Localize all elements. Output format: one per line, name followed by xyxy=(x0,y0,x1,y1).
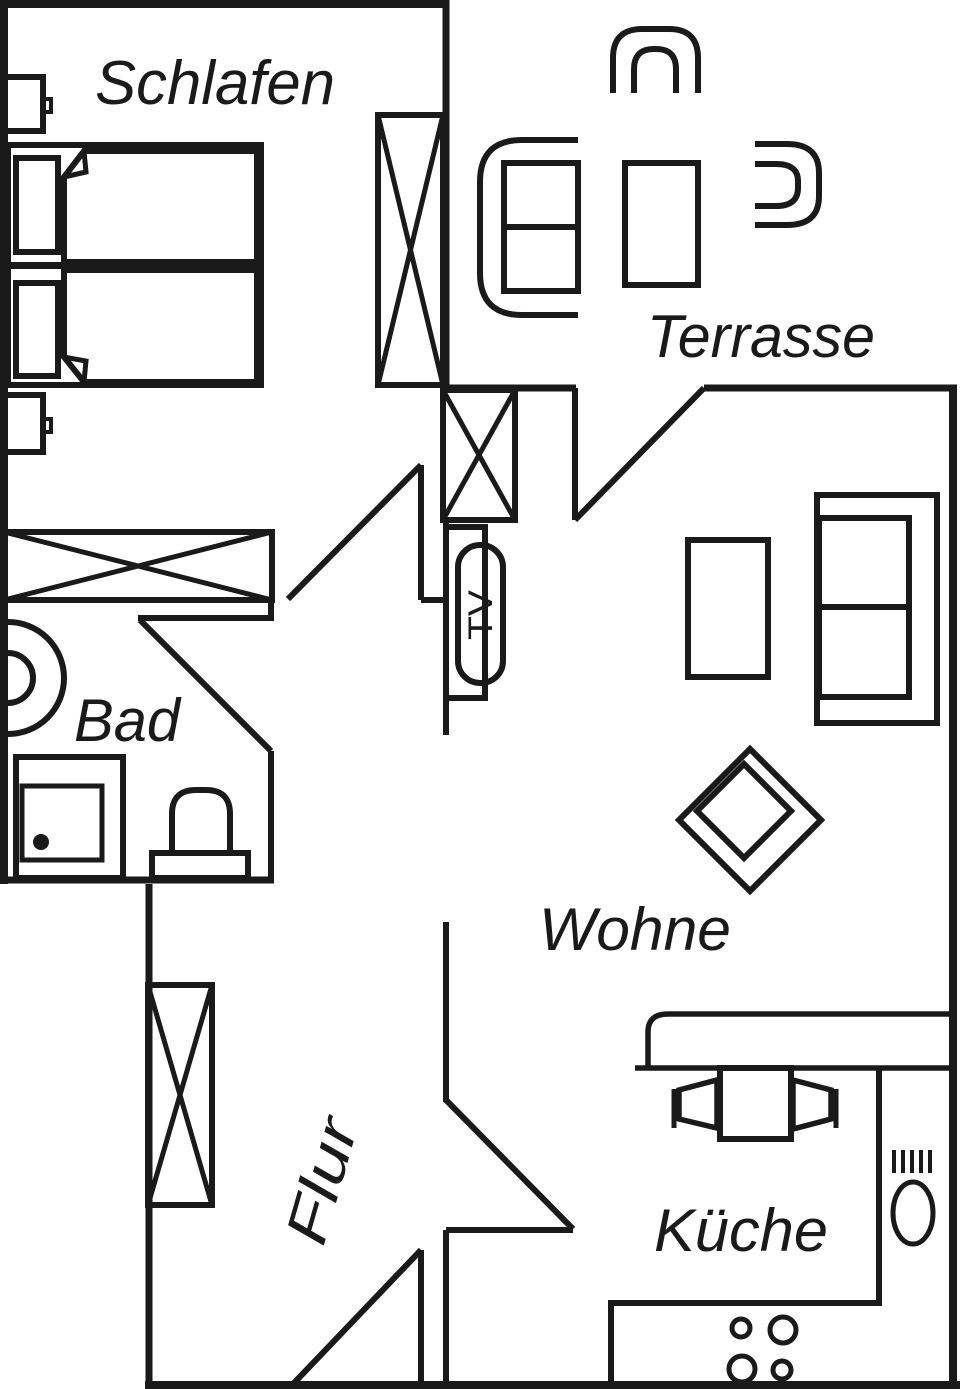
living-diamond-table xyxy=(674,744,826,896)
terrace-bench xyxy=(477,137,578,318)
bed-2-blanket-fold xyxy=(57,353,89,389)
shower-tray xyxy=(19,783,105,863)
kitchen-sink xyxy=(890,1179,936,1247)
nightstand-bottom xyxy=(1,392,46,455)
hall-closet-cross-icon xyxy=(145,984,215,1206)
bath-label: Bad xyxy=(74,687,182,754)
nightstand-bottom-knob xyxy=(41,417,53,434)
kitchen-furniture xyxy=(608,1011,953,1385)
bath-closet xyxy=(1,529,275,603)
terrace-side-closet-cross-icon xyxy=(440,388,518,522)
kitchen-table xyxy=(717,1065,794,1142)
tv-unit xyxy=(443,524,506,701)
living-side-table xyxy=(685,537,771,680)
stove-burner-small-1-icon xyxy=(729,1316,753,1340)
living-diamond-table-inner xyxy=(692,759,796,863)
bed-1-blanket-fold xyxy=(57,144,89,181)
nightstand-top-knob xyxy=(41,97,53,114)
bed-1-blanket xyxy=(61,148,260,265)
stove-burner-large-1-icon xyxy=(767,1314,799,1346)
tv-stand xyxy=(443,524,488,701)
bath-sink-basin xyxy=(7,650,36,706)
bed-2-pillow xyxy=(13,280,61,379)
terrace-label: Terrasse xyxy=(647,303,875,370)
bedroom-closet xyxy=(375,112,446,388)
terrace-chair-top-seat xyxy=(631,46,679,93)
nightstand-top xyxy=(1,74,46,134)
kitchen-chair-right xyxy=(790,1076,834,1133)
kitchen-sink-drainer-icon xyxy=(892,1150,932,1173)
bedroom-closet-cross-icon xyxy=(375,114,446,386)
bed-2-blanket xyxy=(61,267,260,385)
terrace-side-closet xyxy=(440,387,518,523)
bath-fixtures xyxy=(7,619,251,881)
bed-1-pillow xyxy=(13,155,61,255)
hallway-label: Flur xyxy=(273,1107,372,1251)
tv-screen xyxy=(455,542,506,686)
shower-drain-icon xyxy=(33,834,49,850)
tv-label: TV xyxy=(462,590,500,640)
labels: Schlafen Terrasse Bad Wohne Flur Küche T… xyxy=(74,49,875,1264)
bedroom-door xyxy=(285,462,446,603)
wall-hall-kitchen-lower xyxy=(443,1227,573,1385)
kitchen-chair-left xyxy=(676,1076,720,1132)
kitchen-bar-top xyxy=(645,1011,953,1068)
terrace-chair-right xyxy=(755,141,822,228)
kitchen-label: Küche xyxy=(654,1197,828,1264)
bath-door xyxy=(137,598,274,880)
toilet-base xyxy=(149,850,251,881)
stove-burner-large-2-icon xyxy=(726,1353,758,1385)
terrace-chair-top xyxy=(610,26,701,93)
terrace-door xyxy=(572,385,707,523)
toilet-bowl xyxy=(169,787,233,853)
terrace-table xyxy=(622,160,701,288)
terrace-furniture xyxy=(477,26,822,318)
shower xyxy=(13,754,126,881)
stove-burner-small-2-icon xyxy=(770,1358,794,1382)
terrace-chair-right-seat xyxy=(755,161,801,209)
doors xyxy=(137,385,707,1386)
closets xyxy=(1,112,518,1208)
entrance-door xyxy=(291,1247,424,1386)
bed-1 xyxy=(5,142,264,268)
bedroom-furniture xyxy=(1,74,264,455)
living-label: Wohne xyxy=(539,896,731,963)
living-furniture xyxy=(674,492,940,896)
kitchen-door xyxy=(443,1097,576,1232)
kitchen-counter-edge xyxy=(608,1070,882,1385)
bath-closet-cross-icon xyxy=(3,529,273,603)
bath-sink xyxy=(7,619,67,737)
bedroom-label: Schlafen xyxy=(95,49,335,118)
hall-closet xyxy=(145,982,215,1208)
